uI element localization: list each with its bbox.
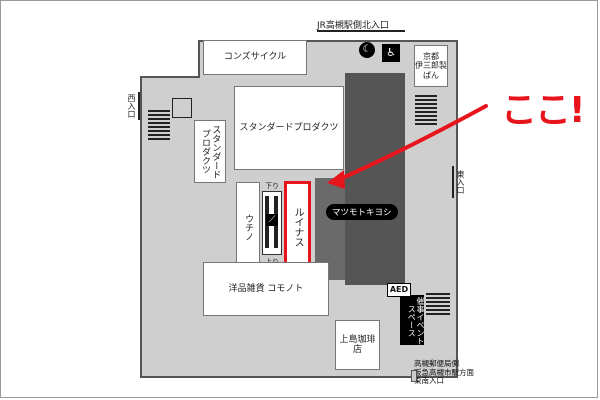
nursing-room-icon: ☾ bbox=[359, 42, 375, 58]
shop-luinas-label: ルイナス bbox=[292, 207, 303, 247]
east-entrance-label: 東入口 bbox=[456, 170, 465, 194]
se-entrance-line-2: 阪急高槻市駅方面 bbox=[414, 367, 474, 377]
stairs-bottom-right bbox=[426, 293, 450, 317]
southeast-entrance-marker bbox=[411, 370, 417, 382]
corridor-dark-strip bbox=[345, 73, 405, 285]
shop-standard-products-center[interactable]: スタンダードプロダクツ bbox=[234, 86, 344, 170]
shop-uchino[interactable]: ウチノ bbox=[236, 182, 260, 272]
se-entrance-line-3: 東南入口 bbox=[414, 376, 444, 386]
shop-kyoto-bakery[interactable]: 京都 伊三郎製 ぱん bbox=[414, 45, 448, 87]
callout-arrow-head bbox=[327, 170, 345, 189]
escalator: ⟋ bbox=[262, 191, 282, 255]
escalator-down-label: 下り bbox=[265, 182, 279, 190]
shop-ueshima-coffee[interactable]: 上島珈琲店 bbox=[335, 320, 380, 370]
aed-marker: AED bbox=[387, 283, 411, 297]
shop-matsumoto-kiyoshi-label: マツモトキヨシ bbox=[326, 204, 398, 220]
se-entrance-line-1: 高槻郵便局側 bbox=[414, 359, 459, 368]
west-entrance-label: 西入口 bbox=[127, 94, 136, 118]
east-entrance-marker bbox=[452, 166, 454, 198]
shop-kyoto-line-3: ぱん bbox=[423, 70, 439, 80]
stairs-left-landing bbox=[172, 98, 192, 118]
shop-standard-products-side[interactable]: スタンダードプロダクツ bbox=[194, 120, 226, 183]
stairs-left bbox=[148, 110, 170, 142]
shop-kyoto-line-2: 伊三郎製 bbox=[415, 61, 447, 71]
stairs-right bbox=[415, 95, 437, 127]
shop-kyoto-line-1: 京都 bbox=[423, 52, 439, 62]
shop-luinas-highlighted[interactable]: ルイナス bbox=[284, 181, 311, 273]
event-space: 催事イベントスペース bbox=[400, 295, 425, 345]
aed-label: AED bbox=[389, 285, 409, 294]
southeast-entrance-label: 高槻郵便局側 阪急高槻市駅方面 東南入口 bbox=[414, 359, 474, 386]
outer-cutout-top-left bbox=[140, 40, 200, 78]
callout-arrow-line bbox=[336, 104, 488, 182]
shop-yoyo-komonoto[interactable]: 洋品雑貨 コモノト bbox=[203, 262, 329, 316]
north-entrance-label: JR高槻駅側北入口 bbox=[317, 21, 389, 31]
callout-text: ここ! bbox=[501, 90, 585, 131]
shop-uchino-label: ウチノ bbox=[243, 213, 254, 241]
escalator-icon: ⟋ bbox=[266, 214, 278, 226]
shop-cons-cycle[interactable]: コンズサイクル bbox=[203, 40, 307, 75]
restroom-icon: ♿ bbox=[382, 44, 400, 62]
west-entrance-marker bbox=[138, 92, 140, 120]
north-entrance-marker bbox=[317, 30, 405, 32]
